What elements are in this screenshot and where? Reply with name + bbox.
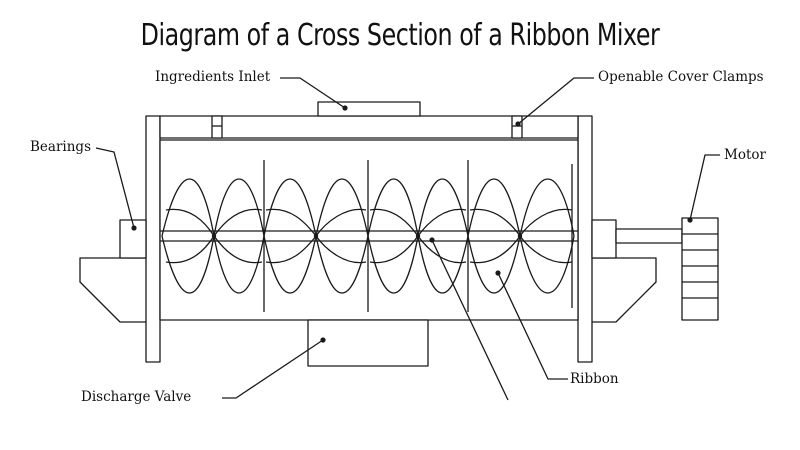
cover-clamp-right	[511, 115, 523, 139]
label-ingredients-inlet: Ingredients Inlet	[155, 69, 271, 85]
leader-openable-cover-clamps	[517, 77, 594, 125]
leader-ingredients-inlet	[280, 77, 346, 109]
leader-agitator	[431, 239, 509, 401]
leader-discharge-valve	[222, 339, 324, 399]
label-bearings: Bearings	[30, 139, 91, 155]
motor-body	[681, 217, 719, 321]
label-openable-cover-clamps: Openable Cover Clamps	[598, 69, 764, 85]
label-discharge-valve: Discharge Valve	[81, 389, 192, 405]
bearing-right	[591, 219, 617, 259]
discharge-valve-box	[307, 319, 429, 367]
cover-clamp-left	[211, 115, 223, 139]
ingredients-inlet-box	[317, 101, 421, 117]
right-frame-post	[577, 115, 593, 363]
leader-motor	[689, 154, 720, 221]
label-ribbon: Ribbon	[570, 371, 619, 387]
label-motor: Motor	[724, 147, 766, 163]
diagram-title: Diagram of a Cross Section of a Ribbon M…	[140, 18, 660, 53]
left-base-support	[79, 257, 160, 323]
right-base-support	[578, 257, 657, 323]
leader-ribbon	[497, 272, 568, 380]
left-frame-post	[145, 115, 161, 363]
motor-shaft	[615, 228, 683, 244]
leader-bearings	[95, 147, 135, 229]
